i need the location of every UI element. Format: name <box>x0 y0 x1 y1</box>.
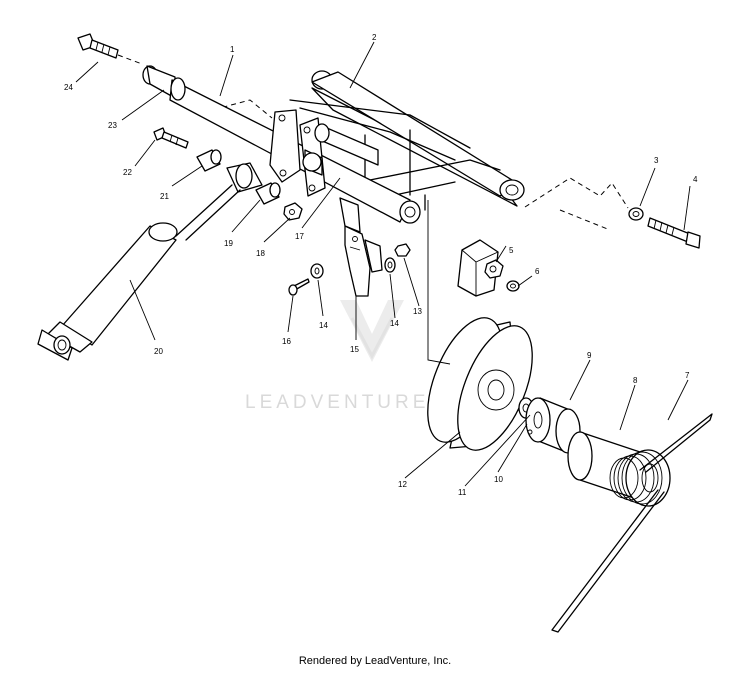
callout-7: 7 <box>685 371 690 380</box>
part-4-bolt <box>647 217 701 249</box>
callout-18: 18 <box>256 249 265 258</box>
callout-labels: 1 2 3 4 5 6 7 8 9 10 11 12 13 14 14 15 1… <box>64 33 698 497</box>
callout-15: 15 <box>350 345 359 354</box>
part-5-slider-block <box>457 239 504 297</box>
callout-23: 23 <box>108 121 117 130</box>
part-19-bushing <box>255 182 281 205</box>
callout-8: 8 <box>633 376 638 385</box>
callout-14-right: 14 <box>390 319 399 328</box>
part-3-washer <box>628 207 644 221</box>
part-7-spring-arm <box>551 413 713 633</box>
callout-17: 17 <box>295 232 304 241</box>
callout-24: 24 <box>64 83 73 92</box>
part-18-nut <box>283 202 303 221</box>
callout-1: 1 <box>230 45 235 54</box>
part-20-shock-absorber <box>37 162 263 361</box>
callout-13: 13 <box>413 307 422 316</box>
callout-16: 16 <box>282 337 291 346</box>
assembly-dashed-lines <box>117 54 629 231</box>
callout-9: 9 <box>587 351 592 360</box>
callout-3: 3 <box>654 156 659 165</box>
frame-structure <box>289 99 501 211</box>
callout-4: 4 <box>693 175 698 184</box>
part-15-strap-bracket <box>339 197 383 297</box>
part-14-washer-right <box>384 257 396 273</box>
callout-20: 20 <box>154 347 163 356</box>
part-8-spring <box>567 431 671 507</box>
assembly-guide-line <box>427 200 451 365</box>
callout-21: 21 <box>160 192 169 201</box>
callout-22: 22 <box>123 168 132 177</box>
render-credit-footer: Rendered by LeadVenture, Inc. <box>298 655 452 667</box>
callout-10: 10 <box>494 475 503 484</box>
part-22-bolt <box>153 127 189 149</box>
callout-leader-lines <box>75 41 691 487</box>
part-9-collar <box>525 397 581 454</box>
callout-14-left: 14 <box>319 321 328 330</box>
part-24-bolt <box>77 33 119 59</box>
callout-19: 19 <box>224 239 233 248</box>
callout-12: 12 <box>398 480 407 489</box>
callout-6: 6 <box>535 267 540 276</box>
callout-2: 2 <box>372 33 377 42</box>
watermark-text: LEADVENTURE <box>245 392 429 413</box>
callout-11: 11 <box>458 488 467 497</box>
part-21-bushing <box>196 149 222 172</box>
part-6-nut <box>506 280 520 292</box>
side-bracket-plates <box>269 109 379 197</box>
callout-5: 5 <box>509 246 514 255</box>
part-12-idler-wheel <box>427 317 533 451</box>
part-13-nut <box>394 243 411 257</box>
part-2-rear-tube <box>311 70 525 207</box>
part-14-washer-left <box>310 263 324 279</box>
part-16-bolt <box>288 278 310 296</box>
